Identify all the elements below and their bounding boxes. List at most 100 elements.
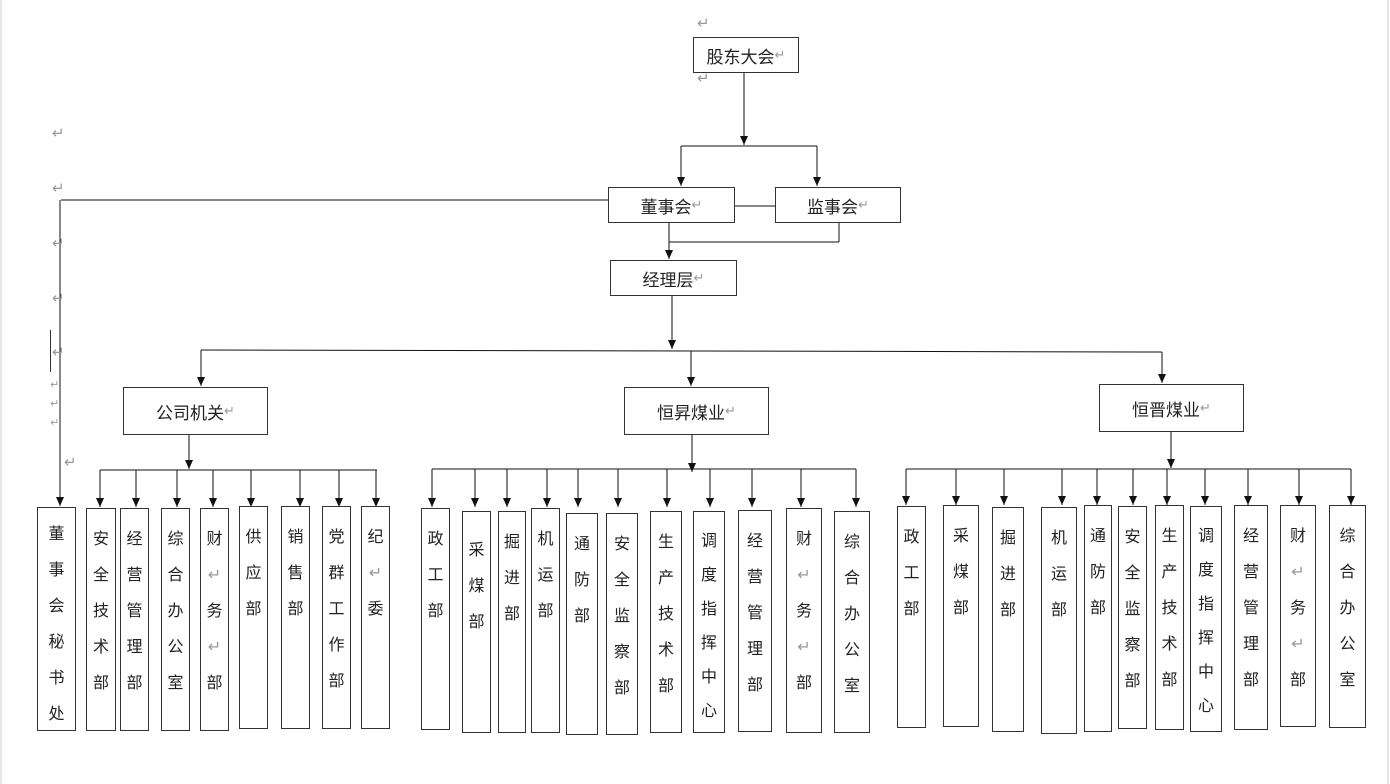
- vertical-char: 生: [1161, 526, 1178, 545]
- vertical-char: 通: [1089, 526, 1106, 545]
- vertical-label: 综合办公室: [167, 521, 183, 701]
- arrowhead: [740, 136, 748, 145]
- vertical-char: 中: [700, 667, 717, 686]
- vertical-char: 安: [92, 529, 109, 548]
- vertical-label: 掘进部: [504, 524, 520, 632]
- arrowhead: [1347, 496, 1355, 505]
- dept-hengsheng-7: 调度指挥中心: [693, 511, 725, 733]
- vertical-char: 综: [843, 532, 860, 551]
- arrowhead: [813, 177, 821, 186]
- vertical-char: 产: [1161, 562, 1178, 581]
- vertical-char: 指: [700, 599, 717, 618]
- vertical-char: 部: [1089, 598, 1106, 617]
- dept-hq-7: 纪↵委: [361, 506, 390, 729]
- arrowhead: [688, 463, 696, 472]
- vertical-char: 部: [245, 599, 262, 618]
- vertical-label: 采煤部: [468, 532, 484, 640]
- paragraph-mark: ↵: [52, 179, 65, 197]
- vertical-char: 经: [126, 529, 143, 548]
- vertical-char: 部: [795, 673, 812, 692]
- vertical-char: 理: [126, 637, 143, 656]
- vertical-char: 室: [167, 673, 184, 692]
- dept-hengsheng-0: 政工部: [421, 508, 450, 730]
- dept-hq-1: 经营管理部: [120, 508, 149, 731]
- vertical-char: 察: [613, 642, 630, 661]
- vertical-label: 综合办公室: [1339, 518, 1355, 698]
- node-hengjin-coal: 恒晋煤业↵: [1099, 384, 1244, 432]
- node-label: 股东大会: [706, 47, 775, 68]
- vertical-label: 财↵务↵部: [206, 521, 222, 701]
- vertical-char: 室: [1339, 670, 1356, 689]
- arrowhead: [503, 498, 511, 507]
- vertical-char: 工: [427, 565, 444, 584]
- node-label: 恒晋煤业: [1132, 400, 1201, 421]
- dept-hq-6: 党群工作部: [322, 506, 351, 729]
- vertical-char: 群: [328, 563, 345, 582]
- paragraph-mark: ↵: [697, 14, 710, 32]
- node-label: 公司机关: [156, 403, 225, 424]
- vertical-char: 党: [328, 527, 345, 546]
- vertical-label: 机运部: [1051, 520, 1067, 628]
- vertical-char: 合: [843, 568, 860, 587]
- arrowhead: [1000, 496, 1008, 505]
- vertical-label: 安全监察部: [1124, 519, 1140, 699]
- vertical-char: 挥: [700, 633, 717, 652]
- arrowhead: [574, 498, 582, 507]
- vertical-label: 供应部: [245, 519, 261, 627]
- vertical-char: 公: [1339, 634, 1356, 653]
- dept-hengsheng-10: 综合办公室: [834, 511, 870, 733]
- node-board-of-directors: 董事会↵: [608, 187, 735, 223]
- vertical-char: 政: [427, 529, 444, 548]
- vertical-char: 机: [1050, 528, 1067, 547]
- arrowhead: [372, 498, 380, 507]
- arrowhead: [1167, 459, 1175, 468]
- paragraph-mark: ↵: [368, 563, 383, 582]
- vertical-char: 经: [746, 531, 763, 550]
- dept-hengjin-5: 安全监察部: [1118, 506, 1147, 729]
- paragraph-mark: ↵: [207, 565, 222, 584]
- dept-hengsheng-4: 通防部: [566, 513, 598, 735]
- paragraph-mark: ↵: [50, 378, 60, 391]
- paragraph-mark: ↵: [52, 234, 65, 252]
- dept-hengsheng-3: 机运部: [531, 508, 560, 733]
- dept-hq-3: 财↵务↵部: [200, 508, 229, 731]
- vertical-char: 董: [48, 524, 65, 543]
- vertical-char: 运: [1050, 564, 1067, 583]
- dept-hq-0: 安全技术部: [86, 508, 116, 731]
- arrowhead: [96, 498, 104, 507]
- vertical-char: 工: [328, 599, 345, 618]
- node-label: 董事会: [640, 197, 692, 218]
- vertical-label: 董事会秘书处: [48, 516, 64, 732]
- vertical-char: 部: [999, 600, 1016, 619]
- dept-hengsheng-8: 经营管理部: [738, 510, 772, 732]
- vertical-char: 心: [1197, 696, 1214, 715]
- vertical-char: 部: [1242, 670, 1259, 689]
- vertical-char: 工: [903, 563, 920, 582]
- arrowhead: [173, 498, 181, 507]
- arrowhead: [614, 498, 622, 507]
- arrowhead: [132, 498, 140, 507]
- vertical-char: 部: [613, 678, 630, 697]
- vertical-char: 部: [573, 606, 590, 625]
- vertical-char: 调: [700, 531, 717, 550]
- vertical-char: 术: [657, 640, 674, 659]
- page-edge-left: [0, 0, 2, 784]
- vertical-char: 财: [206, 529, 223, 548]
- vertical-char: 管: [746, 603, 763, 622]
- vertical-char: 公: [167, 637, 184, 656]
- vertical-char: 通: [573, 534, 590, 553]
- vertical-label: 调度指挥中心: [1198, 519, 1214, 723]
- vertical-char: 务: [1289, 598, 1306, 617]
- vertical-char: 部: [503, 604, 520, 623]
- arrowhead: [1163, 496, 1171, 505]
- arrowhead: [471, 498, 479, 507]
- vertical-char: 管: [126, 601, 143, 620]
- vertical-char: 销: [287, 527, 304, 546]
- vertical-char: 合: [167, 565, 184, 584]
- paragraph-mark: ↵: [697, 69, 710, 87]
- page-edge-right: [1387, 0, 1389, 784]
- vertical-char: 办: [1339, 598, 1356, 617]
- dept-hengjin-3: 机运部: [1041, 507, 1077, 734]
- dept-hq-5: 销售部: [281, 506, 310, 729]
- vertical-char: 部: [92, 673, 109, 692]
